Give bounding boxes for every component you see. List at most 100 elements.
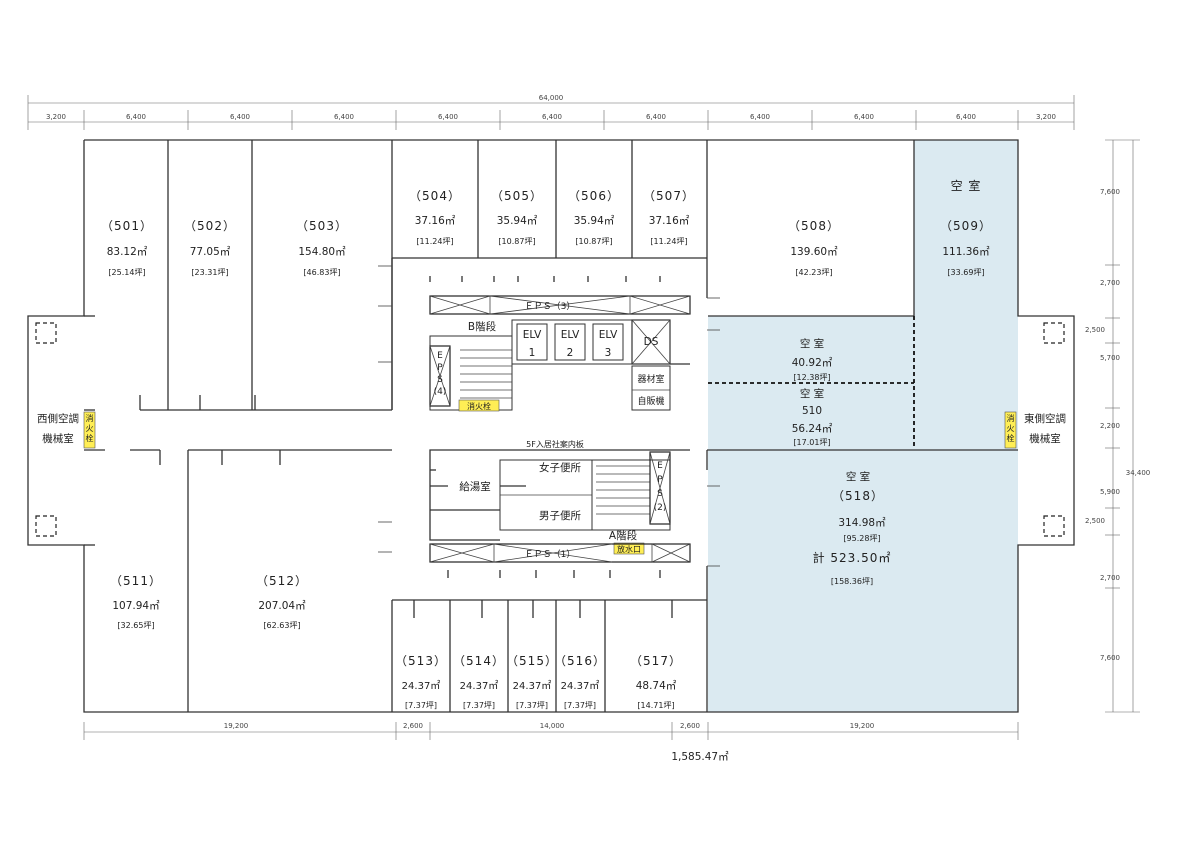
room-518: 空 室 （518） 314.98㎡ [95.28坪] 計 523.50㎡ [15… xyxy=(813,470,892,586)
room-509: 空 室 （509） 111.36㎡ [33.69坪] xyxy=(940,178,992,277)
room-area: 24.37㎡ xyxy=(513,680,552,692)
room-number: 510 xyxy=(802,405,822,417)
eps3-label: ＥＰＳ（3） xyxy=(525,301,576,312)
mens-restroom-label: 男子便所 xyxy=(539,509,581,522)
dim-bottom: 14,000 xyxy=(540,722,565,730)
room-tsubo: [10.87坪] xyxy=(498,237,535,246)
bottom-dimensions: 19,200 2,600 14,000 2,600 19,200 1,585.4… xyxy=(83,722,1019,763)
room-tsubo: [32.65坪] xyxy=(117,621,154,630)
dim-top: 6,400 xyxy=(646,113,666,121)
room-tsubo: [23.31坪] xyxy=(191,268,228,277)
hydrant-label: 消火栓 xyxy=(467,401,491,411)
dim-top: 6,400 xyxy=(854,113,874,121)
room-tsubo: [33.69坪] xyxy=(947,268,984,277)
west-hydrant-text: 消 xyxy=(86,413,94,423)
b-stair-label: B階段 xyxy=(468,320,497,333)
dim-top: 6,400 xyxy=(542,113,562,121)
vacant-area xyxy=(708,140,1018,712)
vacant-partitions xyxy=(708,316,915,448)
dim-right-total: 34,400 xyxy=(1126,469,1151,477)
room-tsubo: [46.83坪] xyxy=(303,268,340,277)
dim-right: 7,600 xyxy=(1100,654,1120,662)
room-tsubo: [10.87坪] xyxy=(575,237,612,246)
total-area: 1,585.47㎡ xyxy=(671,751,729,763)
west-mech-label-2: 機械室 xyxy=(42,432,74,445)
dim-bottom: 2,600 xyxy=(680,722,700,730)
east-mech-label-1: 東側空調 xyxy=(1024,412,1066,425)
eps2-label: E xyxy=(657,461,663,471)
room-504: （504） 37.16㎡ [11.24坪] xyxy=(409,189,461,246)
top-dimensions: 64,000 3,200 6,400 6,400 6,400 6,400 6,4… xyxy=(27,94,1075,130)
dim-top: 6,400 xyxy=(750,113,770,121)
dim-right: 2,700 xyxy=(1100,279,1120,287)
elv-2-number: 2 xyxy=(567,347,574,359)
room-tsubo: [7.37坪] xyxy=(405,701,437,710)
eps3-shaft: ＥＰＳ（3） xyxy=(429,295,691,315)
room-tsubo: [62.63坪] xyxy=(263,621,300,630)
vacant-label: 空 室 xyxy=(800,387,824,400)
room-number: （502） xyxy=(184,219,236,233)
room-area: 37.16㎡ xyxy=(415,215,456,227)
eps4-label: E xyxy=(437,351,443,361)
west-hydrant-text: 栓 xyxy=(86,433,94,443)
dim-right: 2,500 xyxy=(1085,517,1105,525)
room-513: （513） 24.37㎡ [7.37坪] xyxy=(395,654,446,710)
vacant-total-area: 計 523.50㎡ xyxy=(813,550,892,565)
room-area: 111.36㎡ xyxy=(942,246,990,258)
room-number: （515） xyxy=(506,654,558,668)
equipment-room-label: 器材室 xyxy=(637,373,664,385)
room-area: 40.92㎡ xyxy=(792,357,833,369)
elv-3-label: ELV xyxy=(599,329,618,341)
directory-label: 5F入居社案内板 xyxy=(526,439,584,449)
west-hydrant-text: 火 xyxy=(86,424,94,433)
room-tsubo: [7.37坪] xyxy=(564,701,596,710)
restrooms: 女子便所 男子便所 給湯室 xyxy=(429,449,690,541)
dim-top: 6,400 xyxy=(230,113,250,121)
elevators: ELV 1 ELV 2 ELV 3 DS 器材室 自販機 xyxy=(511,319,690,411)
room-512: （512） 207.04㎡ [62.63坪] xyxy=(256,574,307,630)
room-number: （506） xyxy=(568,189,620,203)
room-506: （506） 35.94㎡ [10.87坪] xyxy=(568,189,620,246)
eps2-label: P xyxy=(657,475,663,485)
room-tsubo: [17.01坪] xyxy=(793,438,830,447)
room-tsubo: [25.14坪] xyxy=(108,268,145,277)
vacant-label: 空 室 xyxy=(846,470,870,483)
right-dimensions: 7,600 2,700 2,500 5,700 2,200 5,900 2,50… xyxy=(1085,139,1151,713)
room-area: 107.94㎡ xyxy=(112,600,160,612)
east-mech-label-2: 機械室 xyxy=(1029,432,1061,445)
room-510a: 空 室 40.92㎡ [12.38坪] xyxy=(792,337,833,382)
room-number: （516） xyxy=(554,654,606,668)
core-details xyxy=(378,265,720,578)
east-hydrant-text: 火 xyxy=(1007,424,1015,433)
dim-overall: 64,000 xyxy=(539,94,564,102)
room-tsubo: [42.23坪] xyxy=(795,268,832,277)
drain-outlet-label: 放水口 xyxy=(617,544,641,554)
interior-walls xyxy=(84,140,1018,712)
room-502: （502） 77.05㎡ [23.31坪] xyxy=(184,219,236,277)
eps4-label: (4) xyxy=(434,387,447,397)
room-area: 24.37㎡ xyxy=(402,680,441,692)
room-area: 154.80㎡ xyxy=(298,246,346,258)
vacant-total-tsubo: [158.36坪] xyxy=(831,577,873,586)
room-tsubo: [95.28坪] xyxy=(843,534,880,543)
room-area: 35.94㎡ xyxy=(497,215,538,227)
room-number: （503） xyxy=(296,219,348,233)
dim-right: 7,600 xyxy=(1100,188,1120,196)
room-number: （517） xyxy=(630,654,682,668)
ds-label: DS xyxy=(644,336,659,348)
room-number: （504） xyxy=(409,189,461,203)
room-516: （516） 24.37㎡ [7.37坪] xyxy=(554,654,606,710)
room-501: （501） 83.12㎡ [25.14坪] xyxy=(101,219,152,277)
dim-top: 6,400 xyxy=(956,113,976,121)
eps2-label: S xyxy=(657,489,663,499)
room-507: （507） 37.16㎡ [11.24坪] xyxy=(643,189,694,246)
dim-right: 5,700 xyxy=(1100,354,1120,362)
room-tsubo: [7.37坪] xyxy=(516,701,548,710)
dim-bottom: 2,600 xyxy=(403,722,423,730)
eps4-label: P xyxy=(437,363,443,373)
dim-right: 2,700 xyxy=(1100,574,1120,582)
dim-top: 6,400 xyxy=(126,113,146,121)
room-tsubo: [14.71坪] xyxy=(637,701,674,710)
room-number: （509） xyxy=(940,219,992,233)
